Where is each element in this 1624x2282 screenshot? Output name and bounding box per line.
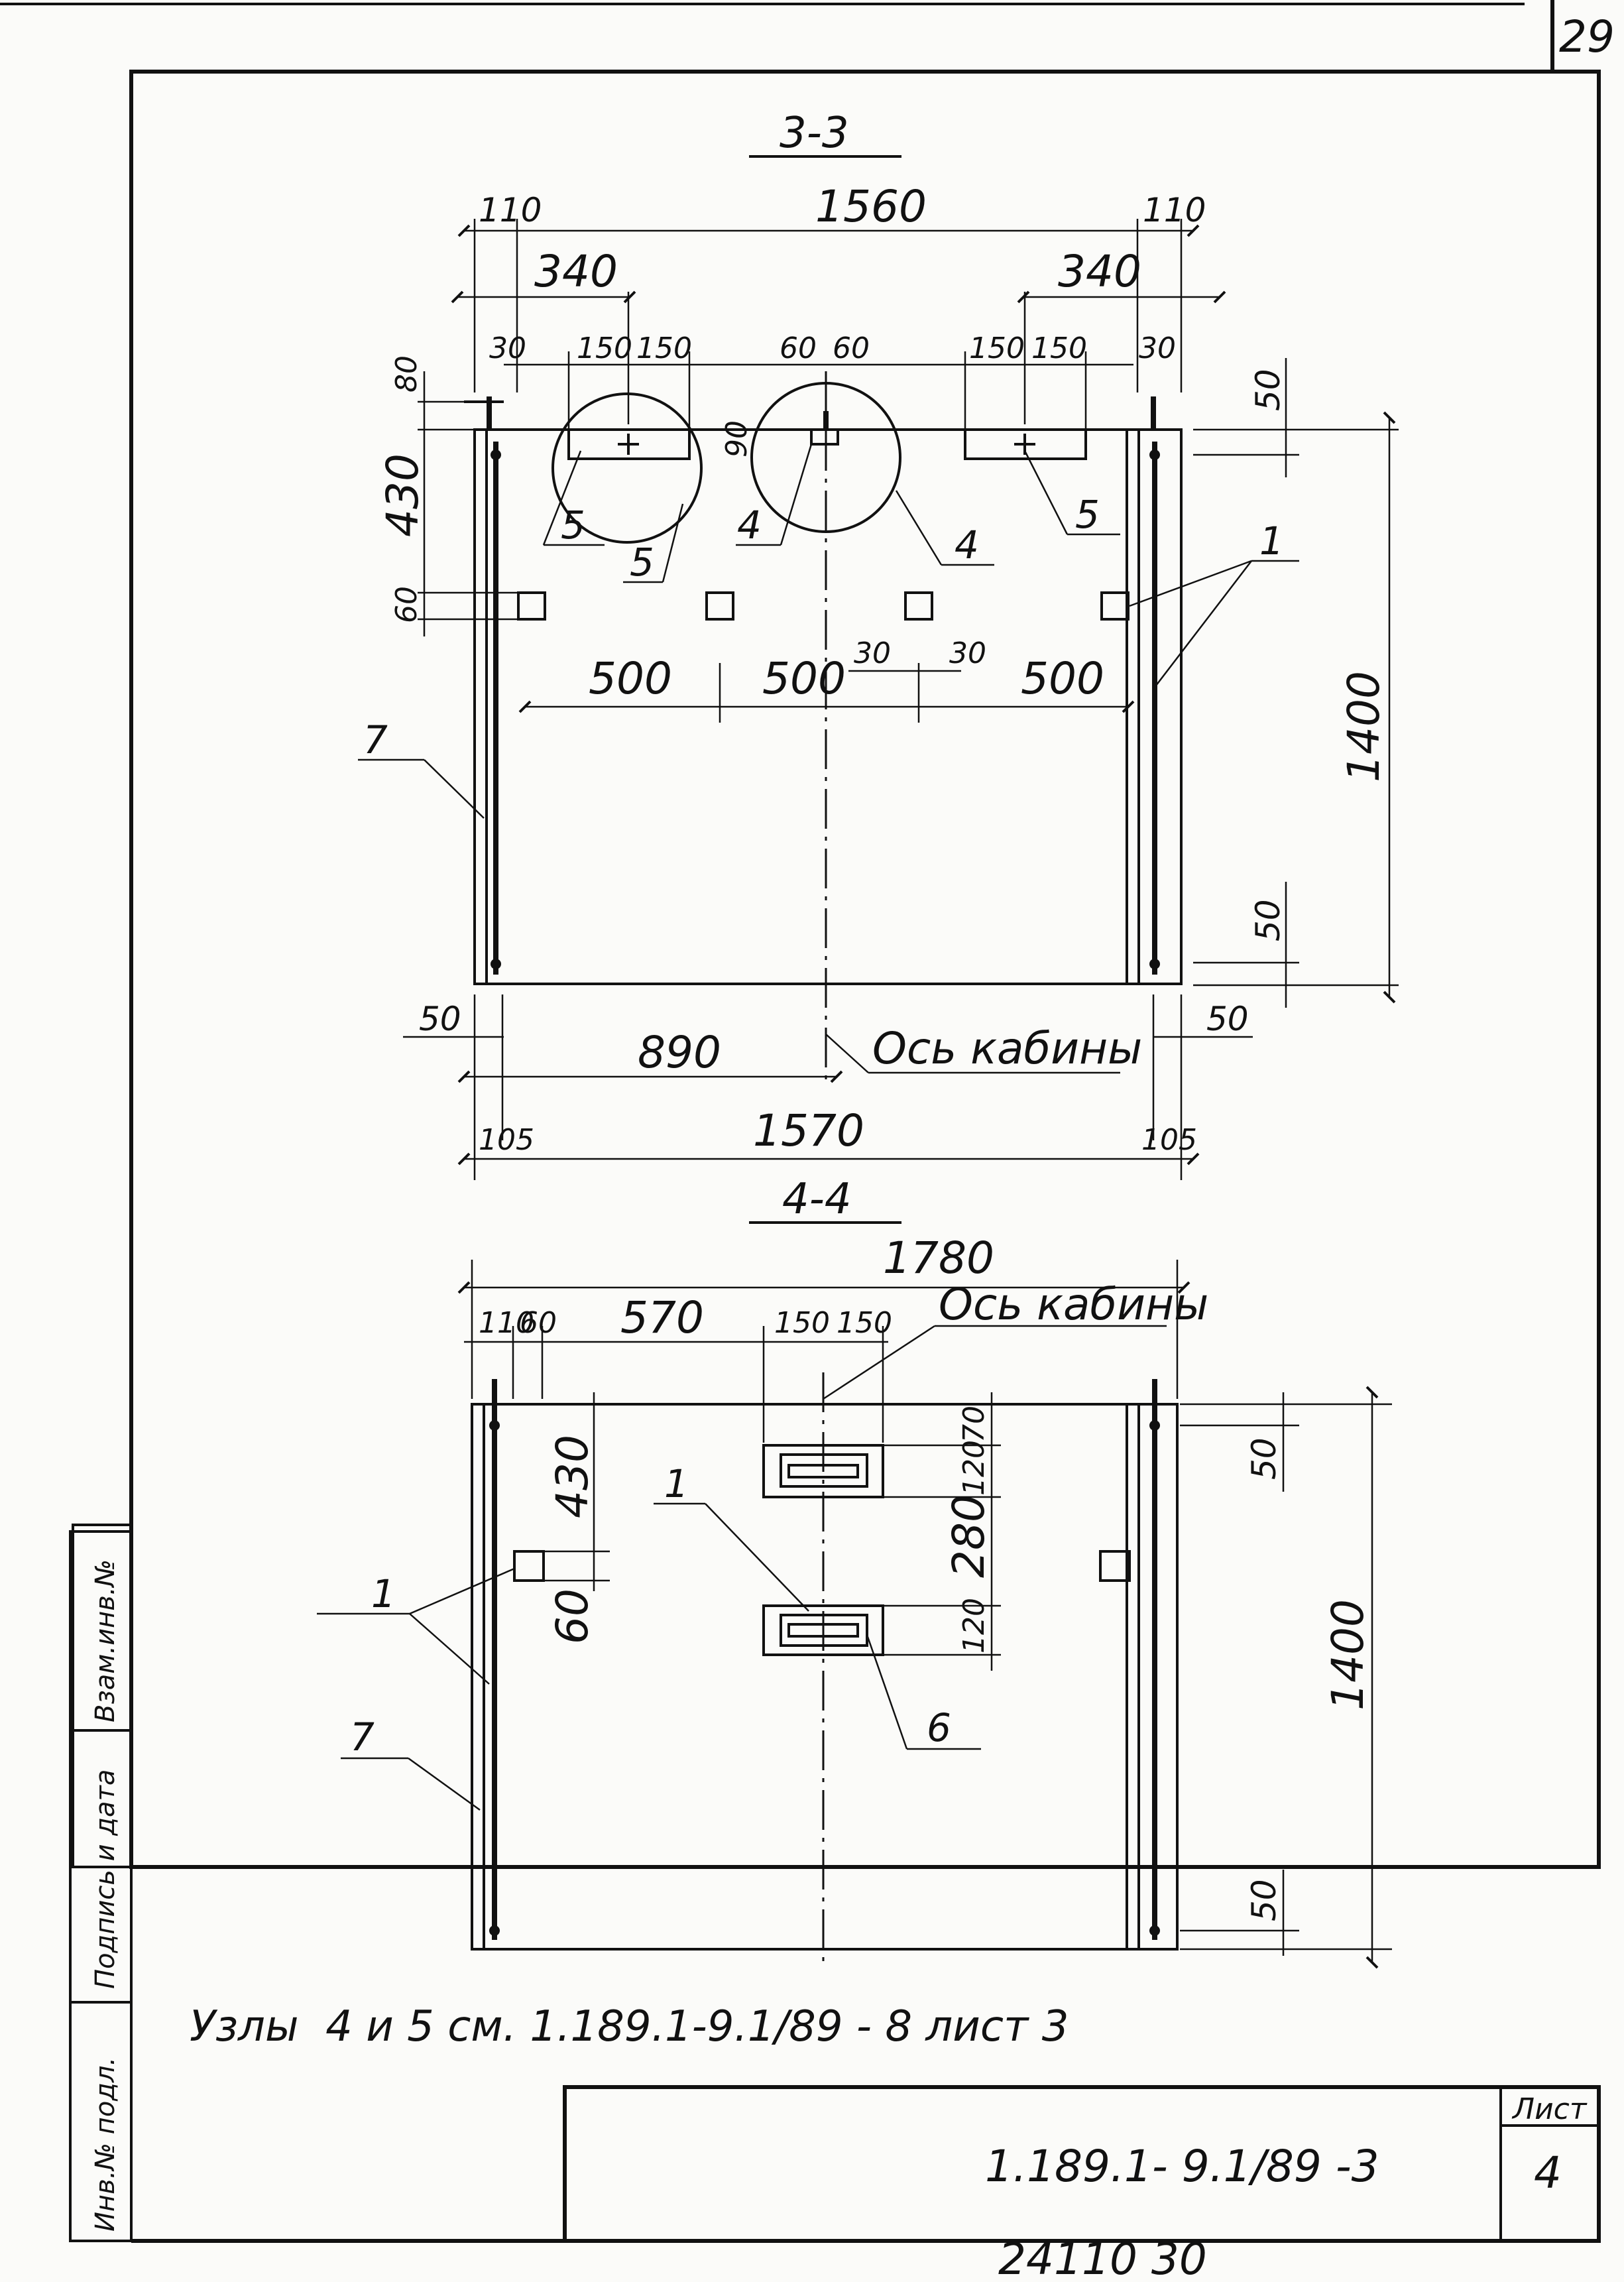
axis-label-3: Ось кабины <box>872 1023 1142 1074</box>
leader-1-plate: 1 <box>664 1461 689 1506</box>
dim-110: 110 <box>479 1306 534 1340</box>
dim-50-bottom: 50 <box>1245 1879 1283 1921</box>
leader-5-b: 5 <box>630 540 654 585</box>
dim-430: 430 <box>547 1435 598 1518</box>
leader-7: 7 <box>363 717 388 762</box>
sheet-number: 4 <box>1534 2147 1562 2198</box>
stamp-signature-date: Подпись и дата <box>90 1770 121 1989</box>
dim-150-a: 150 <box>577 331 632 365</box>
dim-1570: 1570 <box>753 1105 864 1156</box>
axis-label-4: Ось кабины <box>939 1279 1208 1330</box>
dim-30-mid-b: 30 <box>949 636 986 670</box>
dim-120-b: 120 <box>957 1598 991 1653</box>
dim-50-bottom-right: 50 <box>1206 1000 1249 1038</box>
leader-1-left: 1 <box>371 1571 396 1616</box>
leader-6: 6 <box>927 1705 951 1750</box>
section-4-4: 4-4 1780 110 60 570 150 150 <box>317 1175 1392 1969</box>
leader-4-a: 4 <box>737 503 762 548</box>
dim-30-mid-a: 30 <box>854 636 891 670</box>
leader-7: 7 <box>350 1714 375 1760</box>
dim-500-b: 500 <box>762 653 846 704</box>
dim-150-a: 150 <box>774 1306 830 1340</box>
dim-280: 280 <box>943 1494 994 1578</box>
dim-90: 90 <box>720 420 754 457</box>
title-block <box>131 2085 1601 2243</box>
page-number: 29 <box>1559 11 1615 62</box>
sheet-label: Лист <box>1511 2092 1588 2126</box>
dim-430: 430 <box>377 453 428 537</box>
dim-570: 570 <box>620 1292 704 1343</box>
stamp-vzam-inv: Взам.инв.№ <box>90 1559 121 1722</box>
dim-1780: 1780 <box>883 1232 994 1284</box>
dim-60-b: 60 <box>833 331 870 365</box>
dim-30-right: 30 <box>1139 331 1176 365</box>
stamp-inv-podl: Инв.№ подл. <box>90 2057 121 2232</box>
section-3-title: 3-3 <box>780 109 849 158</box>
dim-110-right: 110 <box>1143 191 1206 229</box>
dim-150-d: 150 <box>1031 331 1087 365</box>
dim-50-bottom-left: 50 <box>419 1000 461 1038</box>
dim-60-a: 60 <box>780 331 817 365</box>
leader-4-b: 4 <box>955 522 979 568</box>
dim-50-right-top: 50 <box>1249 369 1287 411</box>
leader-5-a: 5 <box>561 503 585 548</box>
footer-code: 24110 30 <box>998 2234 1207 2282</box>
stamp-outline <box>69 1530 133 2242</box>
dim-150-c: 150 <box>969 331 1025 365</box>
dim-105-right: 105 <box>1141 1123 1197 1157</box>
section-3-3: 3-3 110 <box>358 109 1399 1180</box>
dim-80: 80 <box>390 355 424 392</box>
dim-60: 60 <box>520 1306 557 1340</box>
section-4-title: 4-4 <box>782 1175 852 1224</box>
dim-50-top: 50 <box>1245 1437 1283 1480</box>
dim-120-a: 120 <box>957 1440 991 1496</box>
dim-70: 70 <box>957 1406 991 1443</box>
dim-340-right: 340 <box>1058 246 1141 297</box>
sheet-frame <box>0 0 1601 1869</box>
dim-60-left: 60 <box>547 1589 598 1644</box>
dim-890: 890 <box>638 1027 721 1078</box>
dim-1560: 1560 <box>815 181 927 232</box>
dim-50-right-bottom: 50 <box>1249 899 1287 941</box>
drawing-designation: 1.189.1- 9.1/89 -3 <box>985 2141 1379 2192</box>
dim-1400: 1400 <box>1338 671 1389 782</box>
dim-500-a: 500 <box>589 653 672 704</box>
dim-1400: 1400 <box>1322 1599 1373 1711</box>
dim-110-left: 110 <box>479 191 542 229</box>
drawing-note: Узлы 4 и 5 см. 1.189.1-9.1/89 - 8 лист 3 <box>190 2002 1069 2051</box>
leader-5-c: 5 <box>1075 492 1100 537</box>
dim-150-b: 150 <box>636 331 692 365</box>
dim-105-left: 105 <box>479 1123 534 1157</box>
dim-30-left: 30 <box>489 331 526 365</box>
dim-60-left: 60 <box>390 586 424 623</box>
dim-340-left: 340 <box>534 246 618 297</box>
dim-150-b: 150 <box>837 1306 892 1340</box>
dim-500-c: 500 <box>1021 653 1104 704</box>
leader-1: 1 <box>1259 518 1284 564</box>
